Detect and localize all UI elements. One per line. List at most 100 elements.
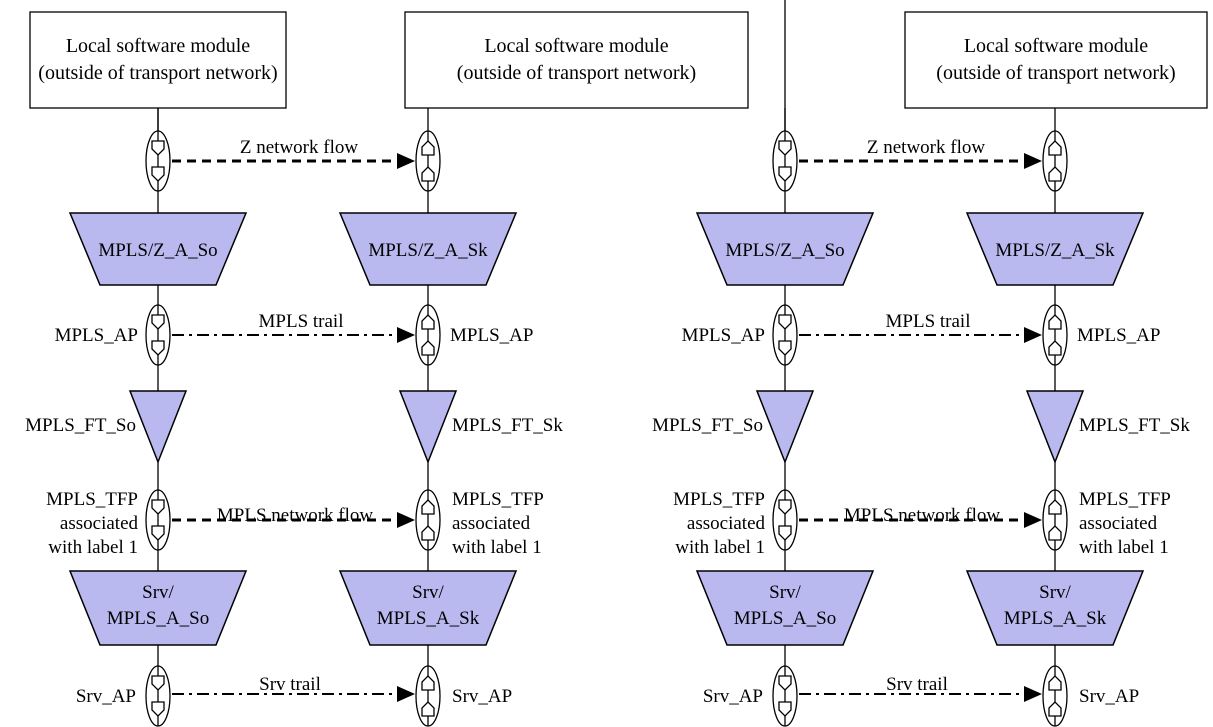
module-box xyxy=(904,11,1208,109)
srv-trail-label: Srv trail xyxy=(259,674,321,695)
point-glyph xyxy=(1048,701,1062,717)
point-glyph xyxy=(421,675,435,691)
srv-adapt-label-line2-so: MPLS_A_So xyxy=(734,608,836,629)
srv-adapt-label-line2-so: MPLS_A_So xyxy=(107,608,209,629)
mpls-trail-arrow-head xyxy=(1024,327,1042,343)
mpls-trail-label: MPLS trail xyxy=(886,311,971,332)
mpls-ft-label: MPLS_FT_Sk xyxy=(1079,415,1190,436)
srv-adapt-label-line1-sk: Srv/ xyxy=(1039,582,1071,603)
point-glyph xyxy=(421,340,435,356)
point-glyph xyxy=(778,140,792,156)
mpls-tfp-label: associated xyxy=(452,513,531,534)
srv-adapt-sk xyxy=(965,570,1145,646)
z-point-sk xyxy=(1042,130,1068,192)
mpls-tfp-label: associated xyxy=(1079,513,1158,534)
mpls-ap-point-so xyxy=(145,304,171,366)
srv-adapt-label-line1-so: Srv/ xyxy=(769,582,801,603)
module-subtitle: (outside of transport network) xyxy=(38,62,277,84)
mpls-ap-label: MPLS_AP xyxy=(682,325,765,346)
mpls-ft-label: MPLS_FT_Sk xyxy=(452,415,563,436)
point-glyph xyxy=(421,525,435,541)
mpls-network-flow-label: MPLS network flow xyxy=(844,505,1001,526)
mpls-tfp-point-so xyxy=(145,489,171,551)
srv-ap-label: Srv_AP xyxy=(76,686,136,707)
mpls-tfp-label: with label 1 xyxy=(1079,537,1169,558)
point-glyph xyxy=(421,166,435,182)
point-glyph xyxy=(778,499,792,515)
point-glyph xyxy=(1048,525,1062,541)
mpls-ap-label: MPLS_AP xyxy=(450,325,533,346)
mpls-z-adapt-label-so: MPLS/Z_A_So xyxy=(98,240,217,261)
z-point-so xyxy=(772,130,798,192)
srv-adapt-so xyxy=(68,570,248,646)
srv-ap-label: Srv_AP xyxy=(452,686,512,707)
module-box xyxy=(29,11,287,109)
point-glyph xyxy=(421,314,435,330)
mpls-ft-so xyxy=(755,390,815,465)
srv-ap-point-sk xyxy=(1042,665,1068,727)
mpls-tfp-label: associated xyxy=(60,513,139,534)
mpls-tfp-point-so xyxy=(772,489,798,551)
mpls-z-adapt-sk xyxy=(965,212,1145,286)
point-glyph xyxy=(1048,166,1062,182)
mpls-tfp-label: with label 1 xyxy=(452,537,542,558)
z-network-flow-label: Z network flow xyxy=(867,137,985,158)
mpls-z-adapt-label-sk: MPLS/Z_A_Sk xyxy=(368,240,488,261)
mpls-tfp-label: associated xyxy=(687,513,766,534)
srv-ap-label: Srv_AP xyxy=(703,686,763,707)
point-glyph xyxy=(1048,499,1062,515)
srv-adapt-so xyxy=(695,570,875,646)
point-glyph xyxy=(778,340,792,356)
point-glyph xyxy=(421,499,435,515)
mpls-ft-sk xyxy=(398,390,458,465)
module-title: Local software module xyxy=(66,35,250,57)
point-glyph xyxy=(151,499,165,515)
point-glyph xyxy=(1048,675,1062,691)
mpls-network-flow-arrow-head xyxy=(1024,512,1042,528)
srv-ap-point-so xyxy=(145,665,171,727)
mpls-z-adapt-so xyxy=(68,212,248,286)
module-box xyxy=(404,11,749,109)
mpls-ft-so xyxy=(128,390,188,465)
mpls-network-flow-arrow-head xyxy=(397,512,415,528)
z-network-flow-arrow-head xyxy=(397,153,415,169)
z-point-so xyxy=(145,130,171,192)
mpls-tfp-label: with label 1 xyxy=(675,537,765,558)
srv-trail-arrow-head xyxy=(1024,686,1042,702)
mpls-z-adapt-label-sk: MPLS/Z_A_Sk xyxy=(995,240,1115,261)
mpls-z-adapt-label-so: MPLS/Z_A_So xyxy=(725,240,844,261)
point-glyph xyxy=(1048,140,1062,156)
module-subtitle: (outside of transport network) xyxy=(457,62,696,84)
mpls-ap-point-sk xyxy=(1042,304,1068,366)
z-point-sk xyxy=(415,130,441,192)
point-glyph xyxy=(778,314,792,330)
srv-adapt-label-line1-so: Srv/ xyxy=(142,582,174,603)
point-glyph xyxy=(778,675,792,691)
z-network-flow-label: Z network flow xyxy=(240,137,358,158)
point-glyph xyxy=(778,166,792,182)
mpls-z-adapt-sk xyxy=(338,212,518,286)
mpls-trail-label: MPLS trail xyxy=(259,311,344,332)
z-network-flow-arrow-head xyxy=(1024,153,1042,169)
srv-trail-arrow-head xyxy=(397,686,415,702)
mpls-tfp-label: MPLS_TFP xyxy=(673,489,765,510)
mpls-tfp-label: MPLS_TFP xyxy=(46,489,138,510)
point-glyph xyxy=(151,675,165,691)
point-glyph xyxy=(1048,314,1062,330)
point-glyph xyxy=(151,525,165,541)
mpls-ft-sk xyxy=(1025,390,1085,465)
mpls-trail-arrow-head xyxy=(397,327,415,343)
mpls-ap-label: MPLS_AP xyxy=(55,325,138,346)
mpls-tfp-label: MPLS_TFP xyxy=(1079,489,1171,510)
mpls-tfp-point-sk xyxy=(1042,489,1068,551)
mpls-ap-point-sk xyxy=(415,304,441,366)
mpls-ft-label: MPLS_FT_So xyxy=(652,415,763,436)
module-title: Local software module xyxy=(484,35,668,57)
point-glyph xyxy=(778,701,792,717)
point-glyph xyxy=(151,140,165,156)
mpls-tfp-label: with label 1 xyxy=(48,537,138,558)
point-glyph xyxy=(151,340,165,356)
mpls-z-adapt-so xyxy=(695,212,875,286)
point-glyph xyxy=(151,166,165,182)
mpls-tfp-point-sk xyxy=(415,489,441,551)
